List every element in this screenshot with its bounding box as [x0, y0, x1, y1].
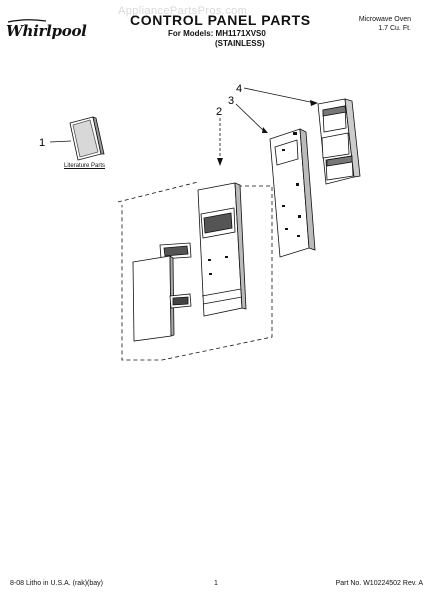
display-window-piece[interactable] — [159, 242, 192, 260]
literature-parts-label: Literature Parts — [64, 163, 106, 169]
page-title: CONTROL PANEL PARTS — [130, 12, 311, 28]
part-number: Part No. W10224502 Rev. A — [335, 580, 423, 587]
callout-leader-1 — [49, 140, 72, 143]
control-panel-front[interactable] — [197, 182, 247, 317]
callout-2: 2 — [216, 106, 222, 118]
product-capacity: 1.7 Cu. Ft. — [378, 25, 411, 32]
control-housing[interactable] — [269, 128, 316, 258]
callout-leader-4 — [243, 87, 316, 104]
brand-name: Whirlpool — [6, 22, 87, 40]
callout-4: 4 — [236, 83, 242, 95]
watermark-text: AppliancePartsPros.com — [118, 5, 248, 17]
literature-parts-booklet[interactable] — [69, 116, 105, 161]
model-number: For Models: MH1171XVS0 — [168, 29, 266, 38]
product-type: Microwave Oven — [358, 16, 411, 23]
whirlpool-logo — [7, 19, 47, 23]
product-info: Microwave Oven 1.7 Cu. Ft. — [359, 15, 411, 33]
callout-1: 1 — [39, 137, 45, 149]
membrane-keypad[interactable] — [132, 255, 192, 342]
callout-leader-3 — [235, 103, 266, 133]
assembly-group-outline — [117, 181, 273, 361]
variant-label: (STAINLESS) — [215, 39, 265, 48]
control-bracket[interactable] — [317, 98, 361, 185]
page-number: 1 — [214, 580, 218, 587]
callout-3: 3 — [228, 95, 234, 107]
print-info: 8-08 Litho in U.S.A. (rak)(bay) — [10, 580, 103, 587]
